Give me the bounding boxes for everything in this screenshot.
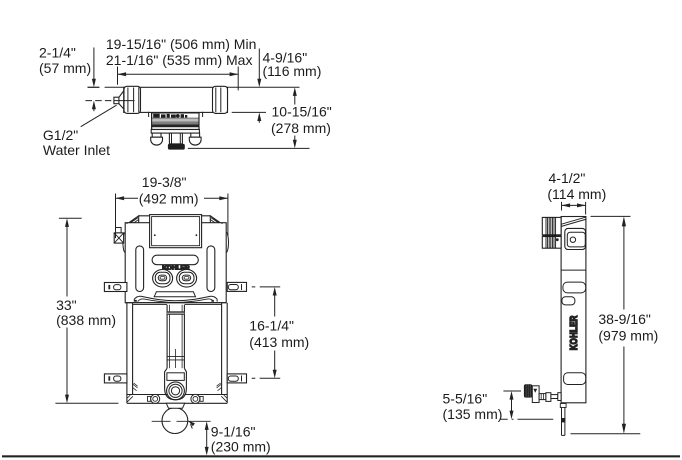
svg-text:(492 mm): (492 mm): [139, 190, 199, 206]
svg-text:(135 mm): (135 mm): [443, 406, 503, 422]
svg-text:(114 mm): (114 mm): [547, 186, 606, 202]
svg-text:38-9/16": 38-9/16": [598, 311, 650, 327]
svg-text:(230 mm): (230 mm): [211, 438, 271, 454]
svg-text:Water Inlet: Water Inlet: [43, 142, 110, 158]
svg-text:33": 33": [56, 297, 77, 313]
svg-text:KOHLER: KOHLER: [568, 315, 579, 350]
svg-text:(116 mm): (116 mm): [263, 63, 322, 79]
svg-text:G1/2": G1/2": [43, 127, 78, 143]
svg-text:4-9/16": 4-9/16": [263, 50, 308, 66]
svg-text:5-5/16": 5-5/16": [443, 391, 488, 407]
svg-text:19-15/16" (506 mm) Min: 19-15/16" (506 mm) Min: [106, 36, 256, 52]
svg-text:(979 mm): (979 mm): [598, 327, 658, 343]
svg-text:KOHLER: KOHLER: [162, 266, 190, 271]
svg-text:19-3/8": 19-3/8": [142, 174, 187, 190]
svg-text:(57 mm): (57 mm): [39, 60, 91, 76]
svg-text:4-1/2": 4-1/2": [549, 170, 586, 186]
svg-text:10-15/16": 10-15/16": [272, 104, 332, 120]
svg-text:(413 mm): (413 mm): [249, 334, 309, 350]
svg-text:9-1/16": 9-1/16": [211, 423, 256, 439]
svg-text:(838 mm): (838 mm): [56, 312, 116, 328]
svg-text:(278 mm): (278 mm): [271, 120, 331, 136]
svg-text:16-1/4": 16-1/4": [249, 317, 294, 333]
svg-text:21-1/16" (535 mm) Max: 21-1/16" (535 mm) Max: [106, 52, 253, 68]
svg-text:2-1/4": 2-1/4": [39, 45, 76, 61]
